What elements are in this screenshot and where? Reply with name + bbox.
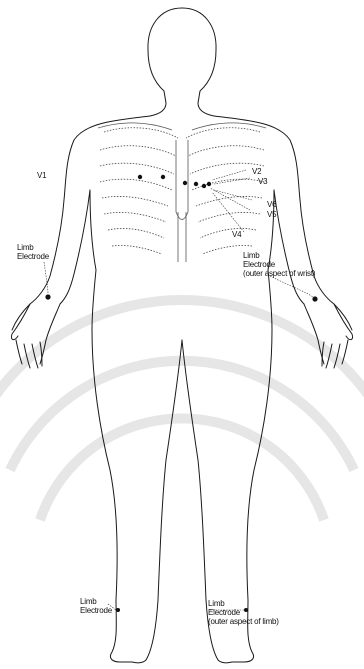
label-line: Electrode <box>80 606 112 615</box>
electrode-v4 <box>194 182 198 186</box>
label-left-leg-electrode: Limb Electrode (outer aspect of limb) <box>208 599 279 626</box>
label-v2: V2 <box>252 167 261 176</box>
label-line: Electrode <box>243 260 315 269</box>
label-line: Limb <box>80 597 112 606</box>
label-line: Electrode <box>17 252 49 261</box>
label-v4: V4 <box>232 230 241 239</box>
label-line: (outer aspect of wrist) <box>243 269 315 278</box>
label-v6: V6 <box>267 200 276 209</box>
label-line: Limb <box>243 251 315 260</box>
electrode-v3 <box>183 181 187 185</box>
electrode-v5 <box>202 184 206 188</box>
label-v1: V1 <box>37 171 46 180</box>
label-line: (outer aspect of limb) <box>208 617 279 626</box>
electrode-v2 <box>161 175 165 179</box>
label-line: Limb <box>208 599 279 608</box>
electrode-right-arm <box>45 294 50 299</box>
electrode-left-arm <box>312 296 317 301</box>
electrode-v1 <box>138 175 142 179</box>
label-line: Limb <box>17 243 49 252</box>
electrode-v6 <box>207 182 211 186</box>
label-right-arm-electrode: Limb Electrode <box>17 243 49 261</box>
label-line: Electrode <box>208 608 279 617</box>
label-right-leg-electrode: Limb Electrode <box>80 597 112 615</box>
electrode-right-leg <box>116 608 120 612</box>
label-v3: V3 <box>258 177 267 186</box>
label-v5: V5 <box>267 210 276 219</box>
label-left-arm-electrode: Limb Electrode (outer aspect of wrist) <box>243 251 315 278</box>
